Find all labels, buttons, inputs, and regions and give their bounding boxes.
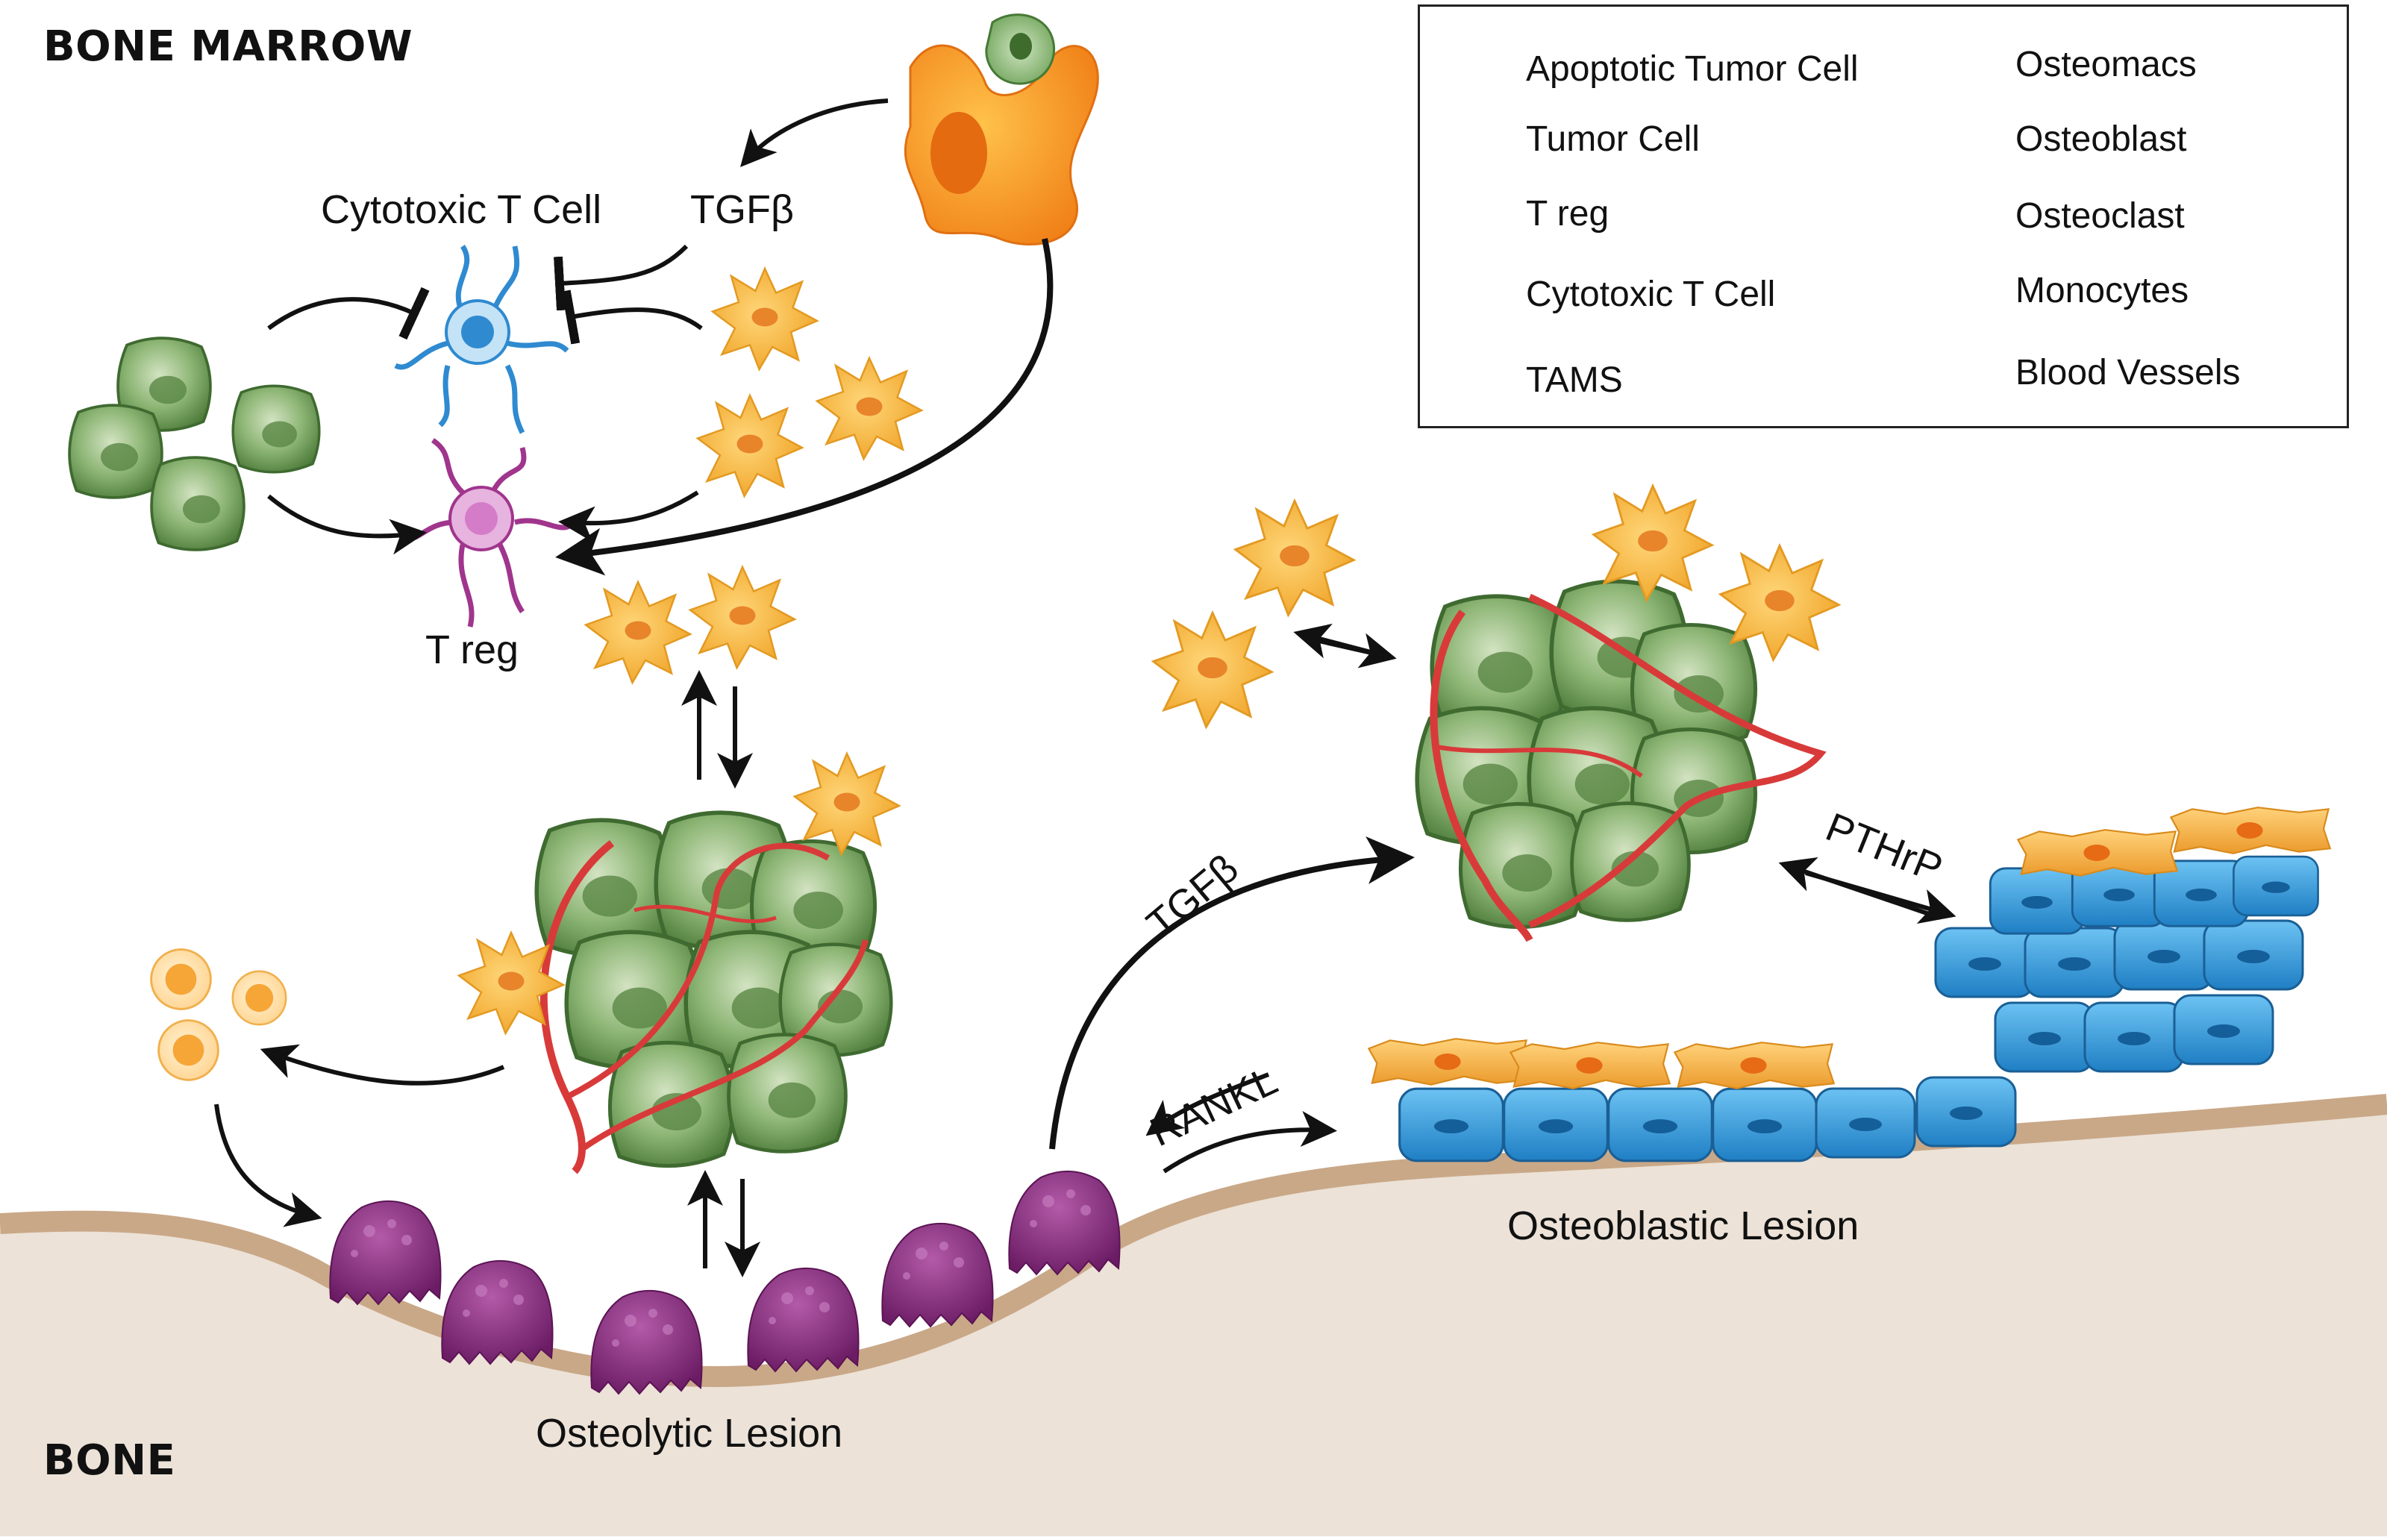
macrophage-engulfing (904, 13, 1099, 245)
legend-label: T reg (1526, 193, 1609, 234)
osteolytic-lesion-label: Osteolytic Lesion (536, 1411, 843, 1456)
legend-label: Cytotoxic T Cell (1526, 274, 1776, 314)
osteoblast (1994, 1001, 2095, 1073)
osteoblast (2083, 1001, 2185, 1073)
legend-label: Blood Vessels (2015, 352, 2241, 392)
osteoclast (441, 1259, 554, 1365)
osteomac (1674, 1041, 1836, 1090)
monocyte (231, 970, 287, 1026)
monocyte (150, 948, 212, 1010)
monocyte (157, 1019, 219, 1081)
legend-item-t-reg: T reg (1420, 180, 1609, 247)
legend-item-tams: TAMS (1420, 346, 1623, 413)
osteoblast (1607, 1087, 1713, 1162)
osteoblast (1815, 1087, 1916, 1159)
osteomac (2017, 829, 2178, 877)
t-reg-cell (401, 438, 577, 627)
osteoblast (2173, 994, 2274, 1065)
legend-label: Osteoclast (2015, 195, 2185, 236)
osteomac (1510, 1042, 1671, 1089)
osteoblast (1398, 1087, 1504, 1162)
t-reg-label: T reg (425, 627, 519, 672)
legend-label: Apoptotic Tumor Cell (1526, 48, 1859, 89)
cytotoxic-t-cell (394, 245, 569, 434)
osteoclast (329, 1200, 442, 1306)
legend-label: TAMS (1526, 360, 1623, 400)
legend-label: Monocytes (2015, 270, 2189, 310)
osteoblast (1989, 867, 2086, 935)
osteoblast (1915, 1076, 2017, 1148)
legend-label: Tumor Cell (1526, 119, 1700, 159)
osteoclast (590, 1289, 703, 1395)
bone-tissue (0, 1104, 2387, 1536)
legend-item-apoptotic-tumor-cell: Apoptotic Tumor Cell (1420, 35, 1859, 102)
bone-marrow-label: BONE MARROW (43, 22, 413, 71)
legend-item-osteomacs: Osteomacs (1935, 31, 2197, 98)
monocyte-group (150, 948, 287, 1081)
osteoblast (2203, 919, 2304, 991)
legend-item-cytotoxic-t-cell: Cytotoxic T Cell (1420, 260, 1775, 328)
legend-label: Osteomacs (2015, 44, 2197, 84)
tumor-cluster-left (536, 813, 891, 1174)
osteomac (1368, 1038, 1529, 1086)
legend: Apoptotic Tumor Cell Tumor Cell T reg Cy… (1418, 4, 2349, 428)
tumor-cluster-right (1417, 581, 1827, 942)
legend-item-osteoclast: Osteoclast (1935, 182, 2185, 249)
osteomac (2170, 807, 2331, 854)
tumor-cells-top-left (68, 337, 321, 551)
legend-item-blood-vessels: Blood Vessels (1935, 339, 2241, 406)
osteoclast (1008, 1170, 1121, 1276)
osteoblast (2113, 919, 2215, 991)
bone-label: BONE (43, 1436, 176, 1485)
osteoclast (747, 1267, 860, 1373)
legend-label: Osteoblast (2015, 119, 2187, 159)
osteoblast (1934, 927, 2036, 998)
cytotoxic-t-cell-label: Cytotoxic T Cell (321, 187, 602, 232)
legend-item-monocytes: Monocytes (1935, 257, 2189, 324)
osteoblast (2024, 927, 2125, 998)
legend-item-tumor-cell: Tumor Cell (1420, 105, 1700, 172)
osteoblast (1712, 1087, 1818, 1162)
osteoblast (1503, 1087, 1609, 1162)
tgfb-top-label: TGFβ (690, 187, 795, 232)
legend-item-osteoblast: Osteoblast (1935, 105, 2186, 172)
arrows (214, 98, 1956, 1277)
osteoblast (2233, 855, 2319, 917)
osteoclast (881, 1222, 994, 1328)
osteoblastic-lesion-label: Osteoblastic Lesion (1507, 1203, 1859, 1248)
